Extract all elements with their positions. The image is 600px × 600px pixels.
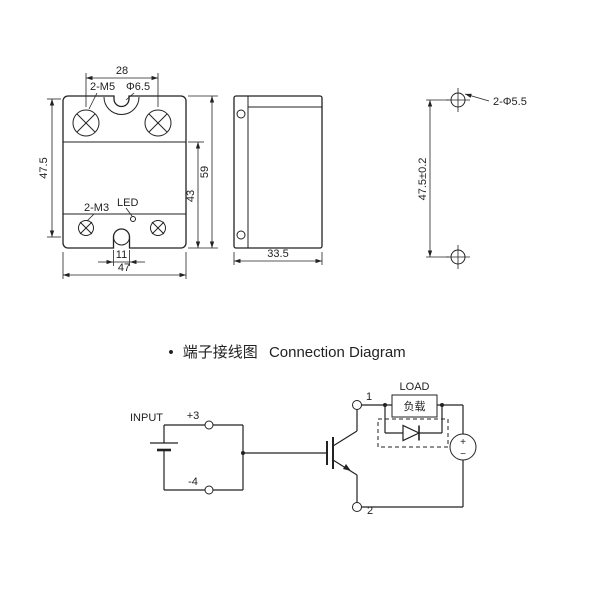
side-mount-hole-top (236, 109, 246, 119)
connection-diagram: INPUT +3 -4 1 2 LOAD 负载 (130, 381, 477, 517)
freewheel-diode (377, 403, 449, 448)
emitter-arrow (343, 464, 351, 471)
terminal-screw-top-right (144, 109, 172, 137)
led-leader (125, 207, 133, 217)
dimension-47-5-tol: 47.5±0.2 (417, 99, 449, 258)
dim-43-label: 43 (185, 190, 197, 202)
terminal-3-label: +3 (187, 410, 200, 422)
led-label: LED (117, 197, 138, 209)
load-box (391, 394, 438, 418)
screw-spec-label: 2-M5 (90, 81, 115, 93)
hole-spec-label: 2-Φ5.5 (493, 96, 527, 108)
terminal-2 (352, 502, 362, 512)
terminal-2-label: 2 (367, 505, 373, 517)
section-title: • 端子接线图 Connection Diagram (168, 344, 405, 361)
side-view: 33.5 (233, 95, 323, 265)
battery-symbol (150, 425, 178, 490)
input-screw-leader (86, 213, 95, 222)
dimension-47-5: 47.5 (38, 98, 61, 238)
led-indicator (130, 216, 136, 222)
dimension-47: 47 (62, 252, 187, 279)
dc-source: + − (449, 405, 477, 507)
input-label: INPUT (130, 412, 163, 424)
input-screw-spec-label: 2-M3 (84, 202, 109, 214)
junction-gate (241, 451, 245, 455)
source-plus-label: + (460, 437, 466, 448)
diode-triangle (402, 424, 421, 442)
dim-47-5-tol-label: 47.5±0.2 (417, 158, 429, 201)
terminal-3 (204, 420, 214, 430)
title-cn: 端子接线图 (183, 344, 258, 361)
title-en: Connection Diagram (269, 344, 406, 361)
dimension-11: 11 (98, 249, 145, 266)
load-label-en: LOAD (400, 381, 430, 393)
top-mounting-slot-arc (103, 96, 140, 115)
title-bullet: • (168, 344, 173, 361)
bottom-mounting-hole-arc (113, 236, 130, 246)
terminal-4-label: -4 (188, 476, 198, 488)
mounting-hole-view: 2-Φ5.5 47.5±0.2 (417, 88, 527, 269)
ssr-body-outline (62, 95, 187, 249)
terminal-1-label: 1 (366, 391, 372, 403)
dim-59-label: 59 (199, 166, 211, 178)
dimension-43: 43 (185, 141, 218, 249)
input-screw-bottom-right (150, 220, 166, 236)
terminal-screw-top-left (72, 109, 100, 137)
input-screw-bottom-left (78, 220, 94, 236)
dimension-59: 59 (188, 95, 218, 248)
front-view: 2-M5 Φ6.5 2-M3 LED 28 47.5 43 (38, 65, 218, 279)
dim-47-5-label: 47.5 (38, 157, 50, 178)
slot-dia-leader (125, 92, 135, 101)
diode-dashed-box (377, 418, 449, 448)
dimension-28: 28 (85, 65, 159, 107)
mounting-hole-bottom (446, 245, 470, 269)
hole-label-leader (464, 93, 490, 102)
dim-28-label: 28 (116, 65, 128, 77)
dim-47-label: 47 (118, 262, 130, 274)
side-body-outline (233, 95, 323, 249)
terminal-1 (352, 400, 362, 410)
mounting-hole-top (446, 88, 470, 112)
source-minus-label: − (460, 449, 466, 460)
dim-11-label: 11 (116, 249, 127, 261)
screw-spec-leader (88, 92, 98, 110)
dim-33-5-label: 33.5 (267, 248, 288, 260)
dimension-33-5: 33.5 (233, 248, 323, 265)
igbt-symbol (326, 430, 358, 476)
slot-dia-label: Φ6.5 (126, 81, 150, 93)
side-mount-hole-bottom (236, 230, 246, 240)
load-label-cn: 负载 (404, 399, 426, 413)
terminal-4 (204, 485, 214, 495)
